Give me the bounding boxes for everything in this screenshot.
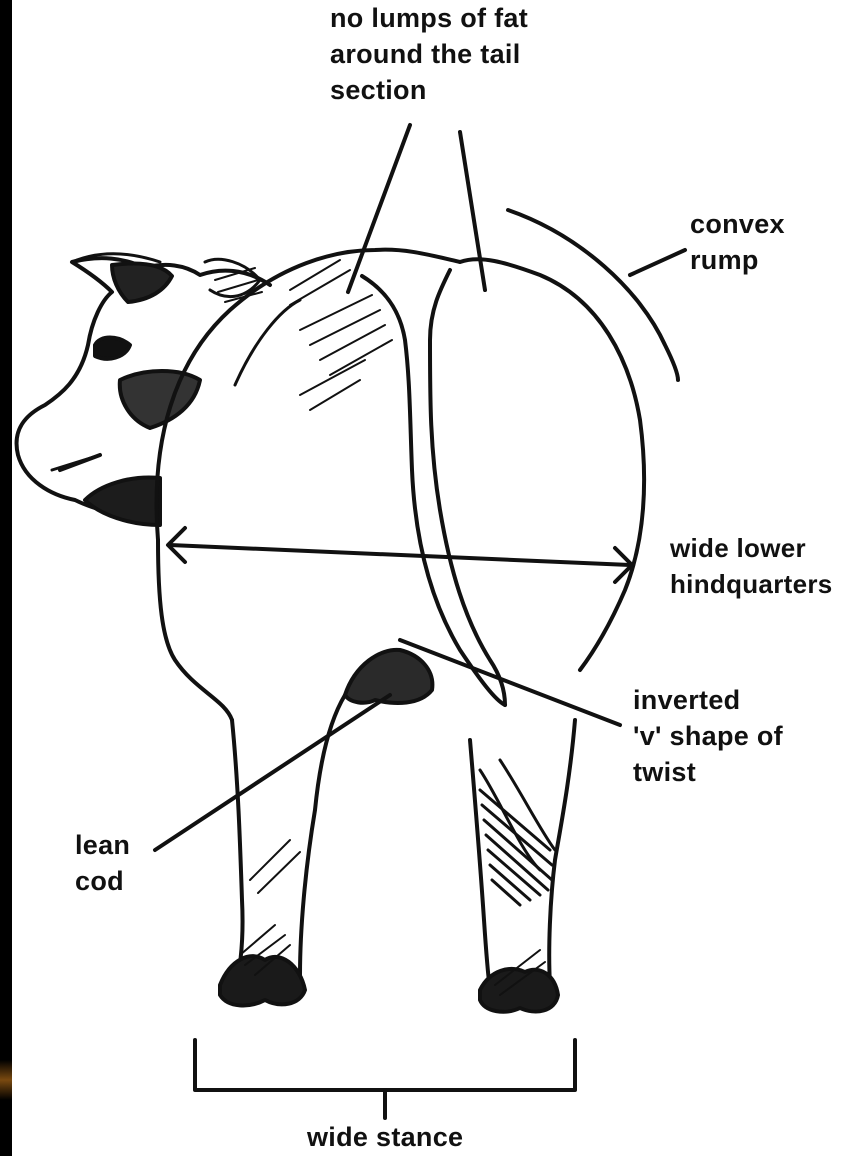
rump-arc [508, 210, 678, 380]
label-tail-fat: no lumps of fat around the tail section [330, 0, 528, 108]
tail-pointer-left [348, 125, 410, 292]
cow-legs [220, 695, 575, 1012]
label-wide-hindquarters: wide lower hindquarters [670, 530, 833, 602]
cow-head [17, 254, 270, 525]
cod-pointer [155, 695, 390, 850]
label-lean-cod: lean cod [75, 827, 130, 899]
rump-pointer [630, 250, 685, 275]
stance-bracket [195, 1040, 575, 1090]
label-convex-rump: convex rump [690, 206, 785, 278]
tail-pointer-right [460, 132, 485, 290]
label-wide-stance: wide stance [307, 1119, 463, 1155]
hindquarters-arrow [170, 545, 630, 565]
cow-tail [362, 270, 505, 705]
label-inverted-v-twist: inverted 'v' shape of twist [633, 682, 783, 790]
